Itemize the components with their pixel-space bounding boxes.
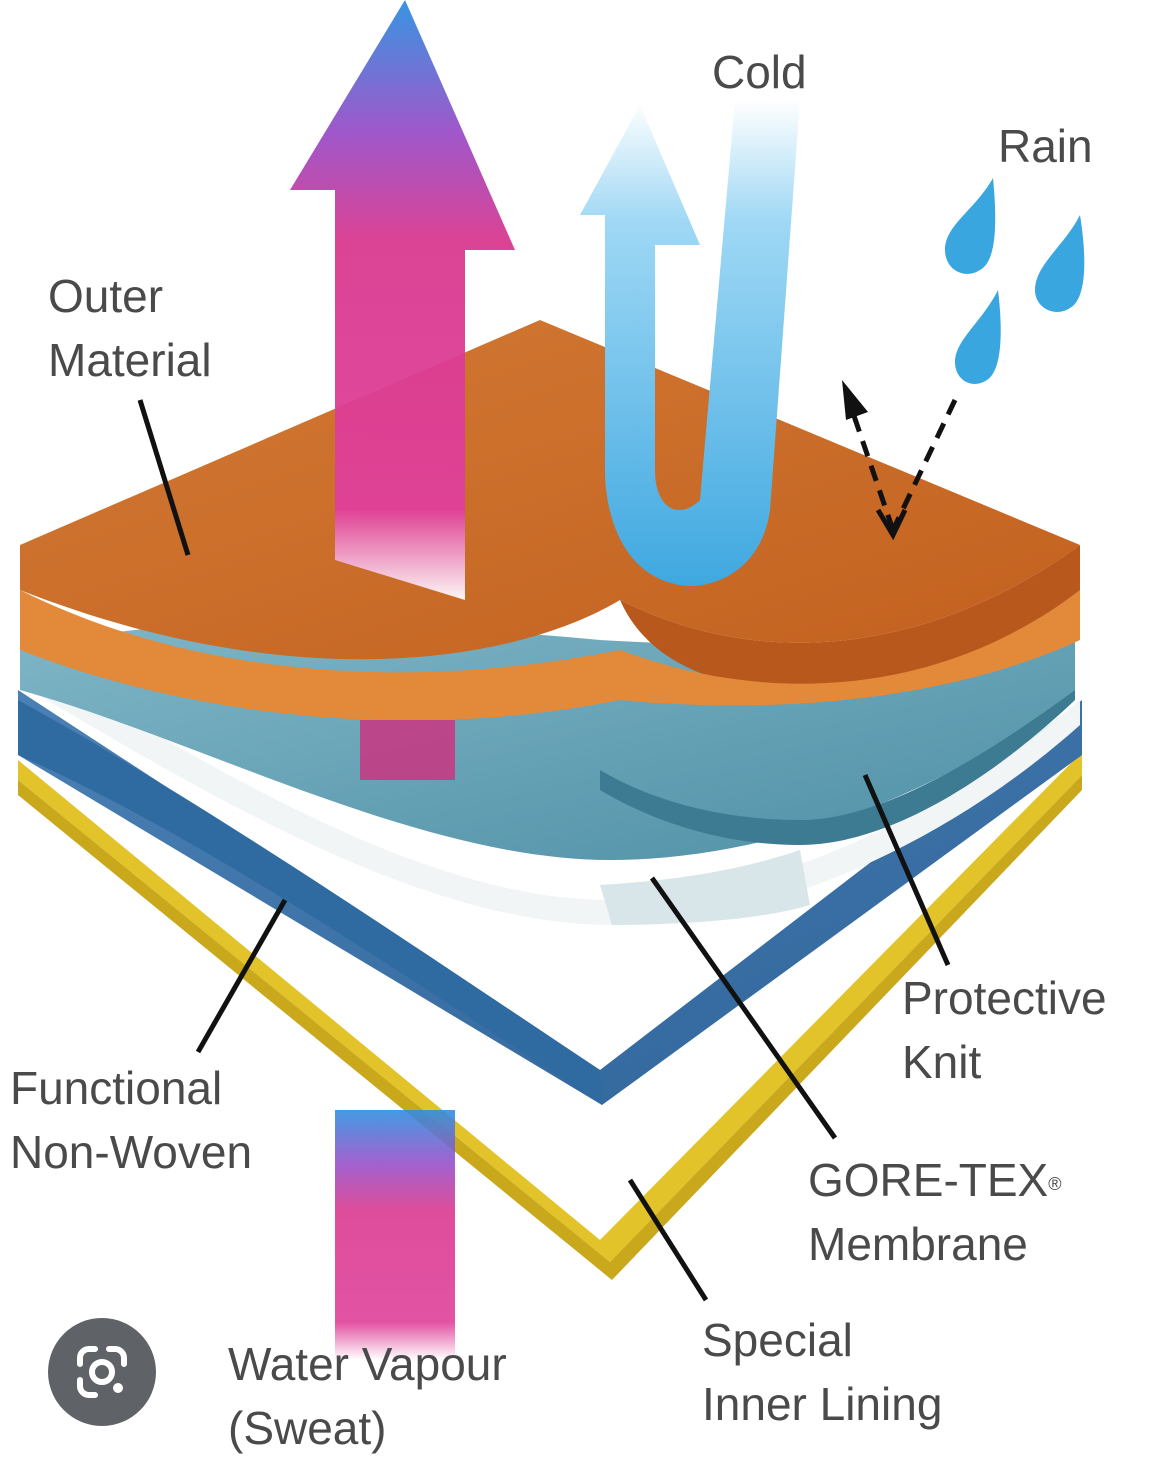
protective-knit-fold [600,690,1075,845]
label-water-vapour: Water Vapour (Sweat) [228,1338,507,1454]
outer-material-front [20,545,1080,694]
rain-drop-icon [945,178,996,274]
cold-arrow [580,100,800,587]
label-goretex-membrane: GORE-TEX® Membrane [808,1154,1062,1270]
leader-line-protective-knit [862,773,951,967]
camera-search-icon [77,1346,127,1398]
leader-line-membrane [649,876,838,1140]
leader-line-non-woven [195,898,288,1054]
membrane-layer [30,660,1080,925]
non-woven-front [18,700,602,1105]
outer-material-layer [20,320,1080,660]
membrane-fold [600,850,810,925]
rain-bounce-arrow [849,398,958,532]
arrowhead-icon [875,508,908,541]
label-protective-knit: Protective Knit [902,972,1107,1088]
label-cold: Cold [712,46,807,98]
label-special-inner-lining: Special Inner Lining [702,1314,943,1430]
arrowhead-icon [842,380,868,420]
non-woven-layer [18,690,1082,1105]
rain-drop-icon [1035,215,1085,312]
water-vapour-arrow [290,0,515,1360]
lens-search-button[interactable] [48,1318,156,1426]
label-outer-material: Outer Material [48,270,212,386]
label-rain: Rain [998,120,1093,172]
leader-line-inner-lining [627,1178,709,1302]
rain-drop-icon [955,290,1001,384]
label-functional-non-woven: Functional Non-Woven [10,1062,253,1178]
leader-line-outer-material [137,399,191,556]
outer-material-edge [20,590,1080,721]
registered-mark: ® [1048,1174,1062,1194]
rain-drops [945,178,1085,384]
